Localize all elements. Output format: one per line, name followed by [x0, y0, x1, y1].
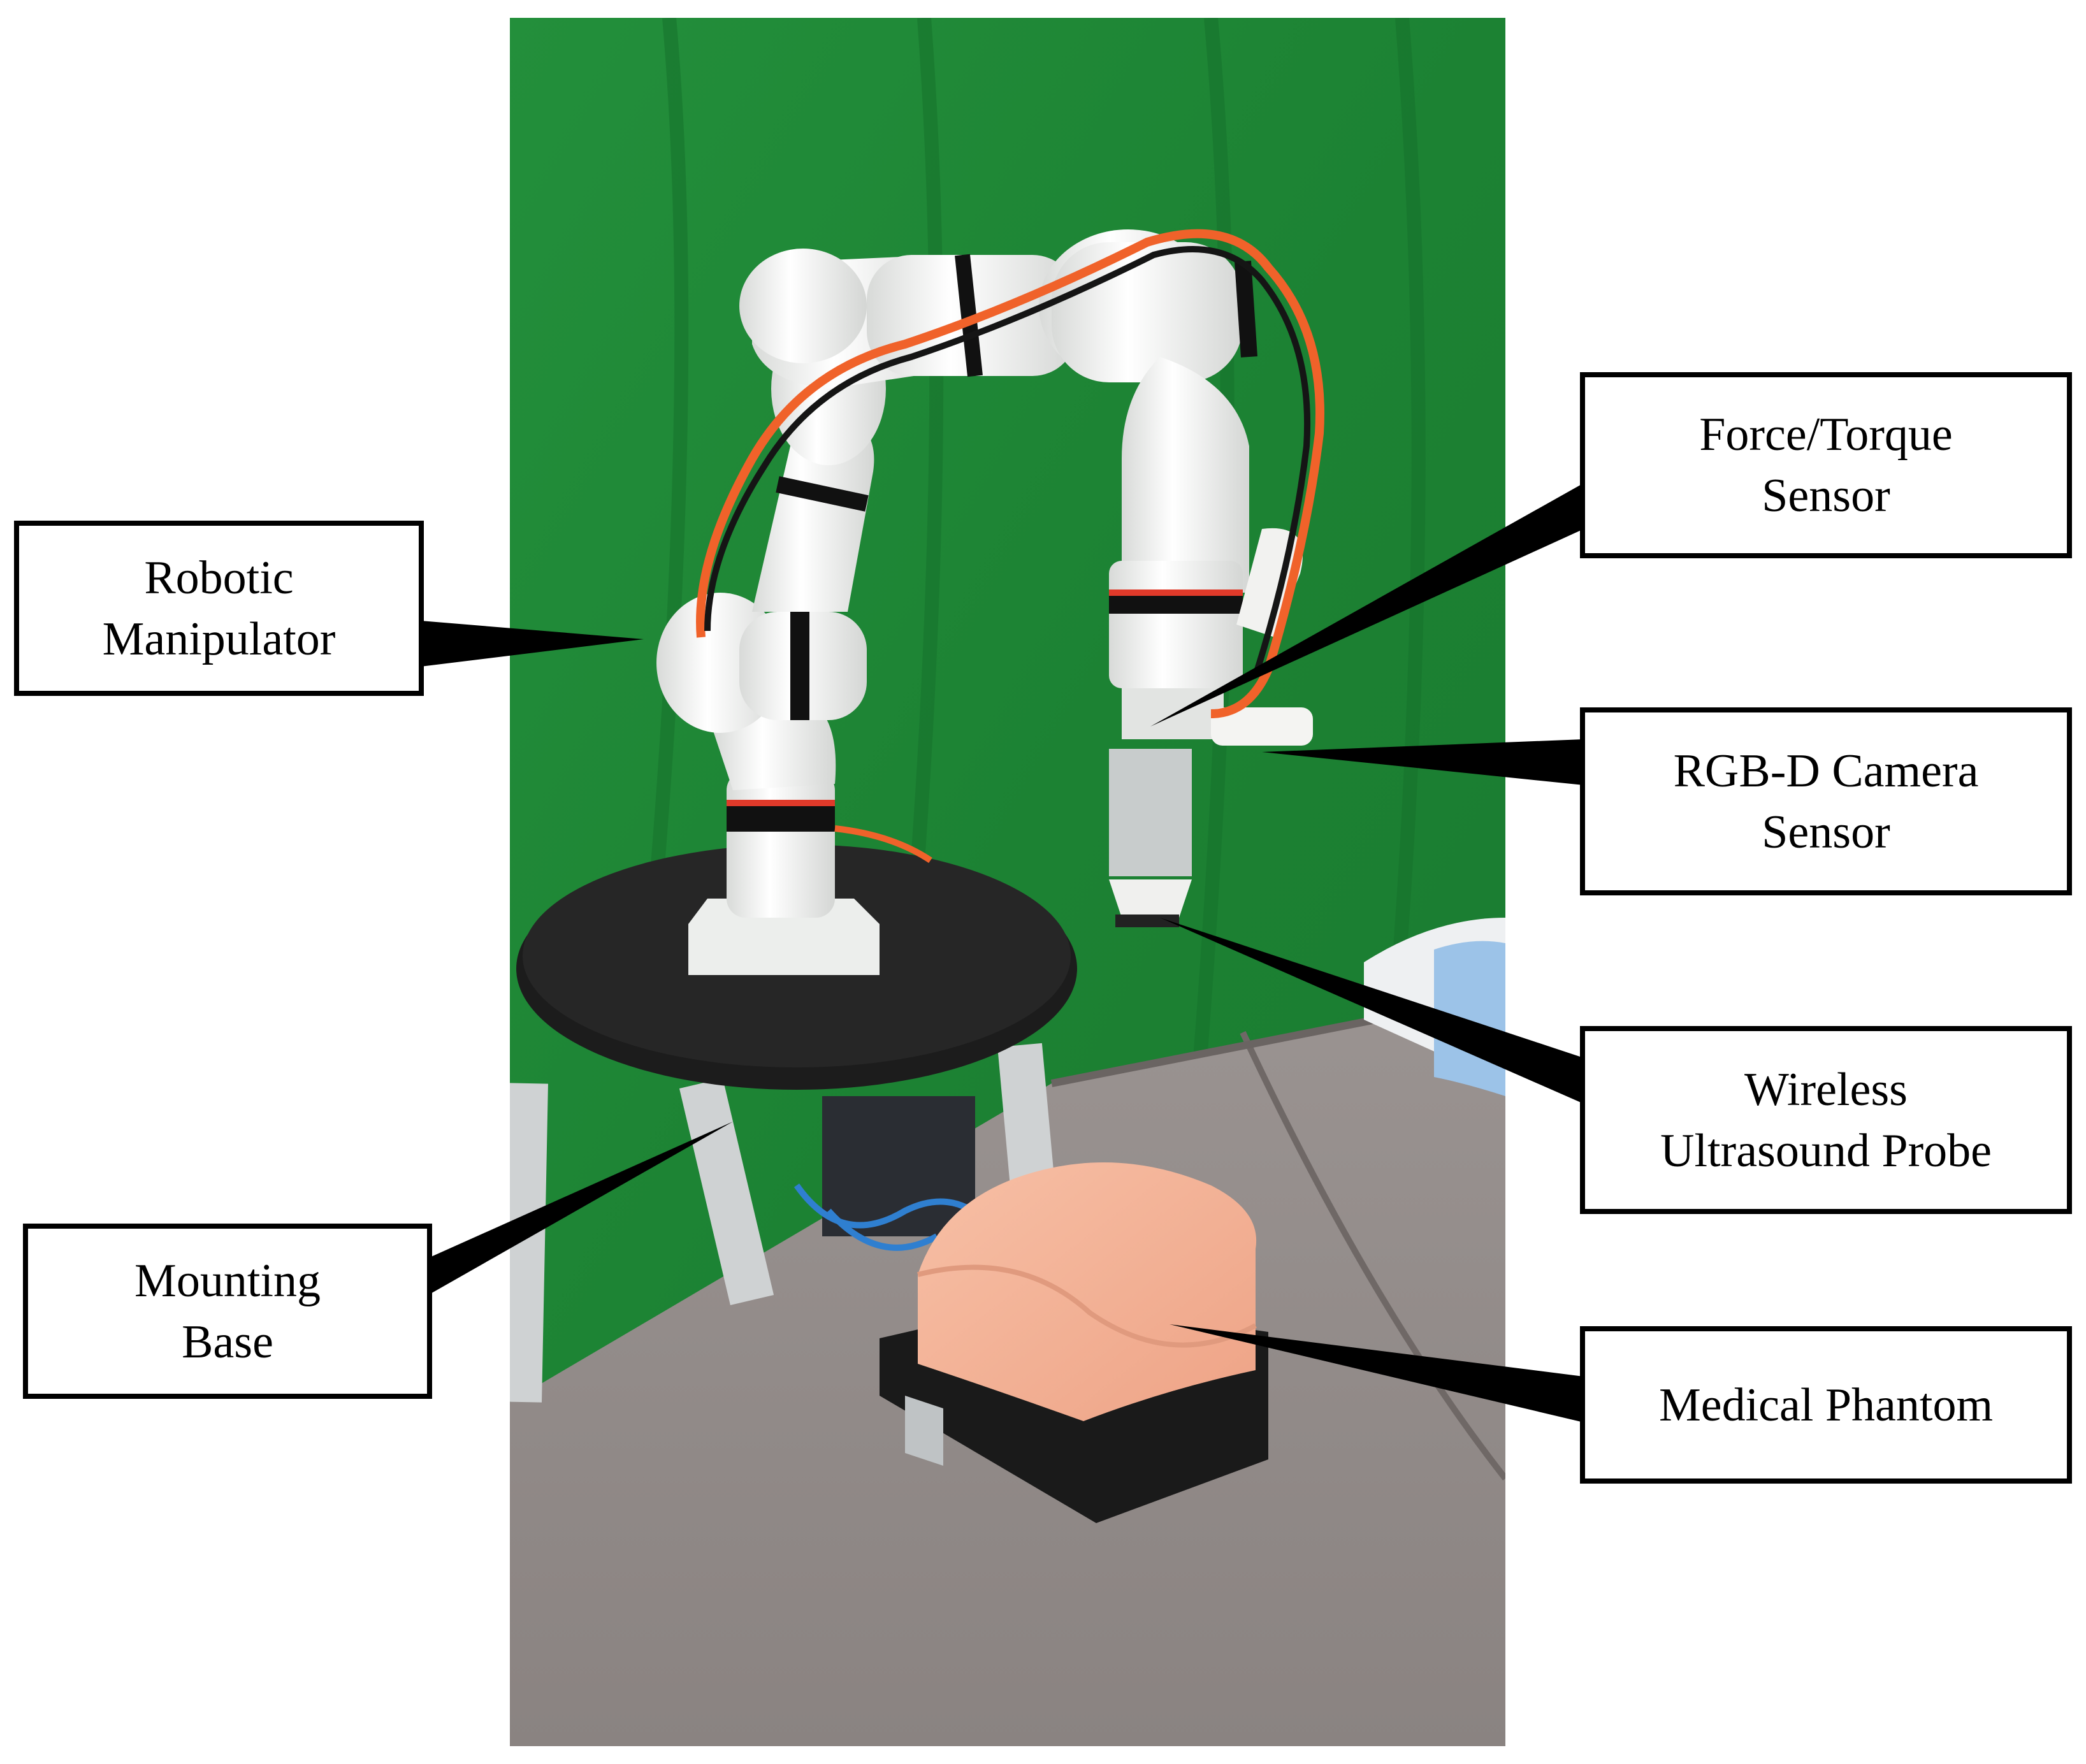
callout-pointers	[421, 483, 1584, 1422]
photo	[510, 18, 1505, 1746]
pointer-ultrasound-probe	[1160, 918, 1584, 1104]
label-rgbd-camera-line-1: RGB-D Camera	[1673, 744, 1979, 797]
pointer-force-torque	[1150, 483, 1584, 727]
label-force-torque-sensor: Force/Torque Sensor	[1580, 372, 2072, 558]
label-rgbd-camera-line-2: Sensor	[1762, 806, 1890, 858]
orange-cable	[696, 229, 1324, 718]
black-cable	[704, 246, 1311, 677]
label-mounting-base: Mounting Base	[23, 1224, 432, 1399]
label-robotic-manipulator-line-1: Robotic	[144, 551, 294, 604]
orange-cable-base	[834, 825, 932, 864]
label-wireless-ultrasound-probe: Wireless Ultrasound Probe	[1580, 1026, 2072, 1214]
pointer-rgbd-camera	[1262, 739, 1584, 785]
medical-phantom-object	[880, 1162, 1268, 1523]
label-medical-phantom-line-1: Medical Phantom	[1658, 1378, 1994, 1431]
label-robotic-manipulator: Robotic Manipulator	[14, 521, 424, 696]
label-force-torque-line-2: Sensor	[1762, 470, 1890, 522]
label-medical-phantom: Medical Phantom	[1580, 1326, 2072, 1484]
label-mounting-base-line-1: Mounting	[134, 1254, 321, 1307]
label-rgbd-camera-sensor: RGB-D Camera Sensor	[1580, 707, 2072, 895]
label-ultrasound-probe-line-2: Ultrasound Probe	[1660, 1124, 1992, 1177]
robot-arm	[656, 229, 1313, 975]
pointer-mounting-base	[428, 1122, 733, 1295]
pointer-robotic-manipulator	[421, 621, 644, 667]
label-robotic-manipulator-line-2: Manipulator	[102, 612, 336, 665]
pointer-medical-phantom	[1170, 1324, 1584, 1422]
backdrop-folds	[643, 18, 1426, 1084]
label-ultrasound-probe-line-1: Wireless	[1744, 1063, 1908, 1116]
label-mounting-base-line-2: Base	[182, 1315, 273, 1368]
label-force-torque-line-1: Force/Torque	[1699, 408, 1953, 461]
table-seam	[1240, 1030, 1505, 1481]
